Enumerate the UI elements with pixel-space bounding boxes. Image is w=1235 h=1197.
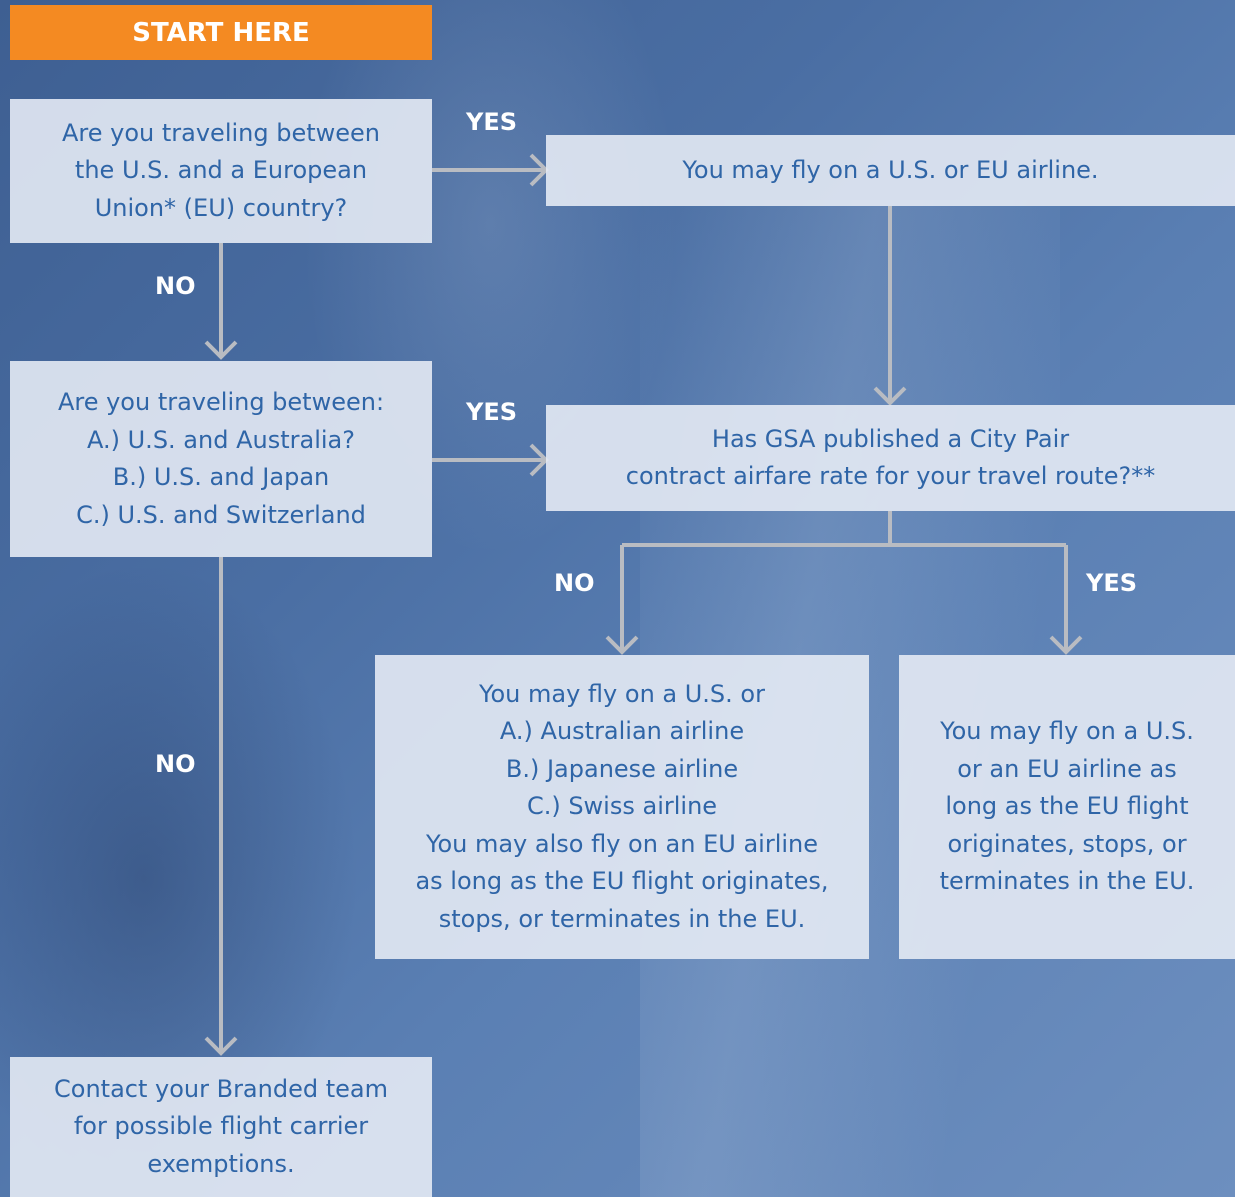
question-aus-line-3: B.) U.S. and Japan (112, 463, 330, 491)
answer-yes-line-1: You may fly on a U.S. (940, 717, 1194, 746)
label-yes-aus: YES (466, 398, 518, 426)
question-city-pair-line-2: contract airfare rate for your travel ro… (625, 462, 1156, 490)
answer-yes-line-5: terminates in the EU. (939, 867, 1195, 896)
question-aus-jpn-che: Are you traveling between: A.) U.S. and … (10, 361, 432, 557)
question-eu-travel: Are you traveling between the U.S. and a… (10, 99, 432, 243)
answer-yes-city-pair: You may fly on a U.S. or an EU airline a… (899, 655, 1235, 959)
question-eu-line-1: Are you traveling between (61, 118, 381, 147)
answer-us-or-eu: You may fly on a U.S. or EU airline. (546, 135, 1235, 206)
answer-no-line-3: B.) Japanese airline (505, 754, 739, 783)
contact-team-box: Contact your Branded team for possible f… (10, 1057, 432, 1197)
label-yes-city-pair: YES (1086, 569, 1138, 597)
question-aus-line-2: A.) U.S. and Australia? (87, 425, 355, 454)
answer-yes-line-2: or an EU airline as (957, 754, 1177, 783)
contact-line-1: Contact your Branded team (54, 1074, 388, 1103)
label-yes-eu: YES (466, 108, 518, 136)
arrowhead-q3-yes (1049, 635, 1083, 655)
arrowhead-q3-no (605, 635, 639, 655)
answer-no-line-2: A.) Australian airline (499, 717, 745, 746)
contact-line-3: exemptions. (147, 1149, 295, 1178)
answer-no-line-4: C.) Swiss airline (526, 792, 718, 821)
question-aus-line-1: Are you traveling between: (57, 388, 385, 416)
question-city-pair-line-1: Has GSA published a City Pair (711, 424, 1070, 453)
answer-yes-line-4: originates, stops, or (947, 829, 1187, 858)
question-aus-line-4: C.) U.S. and Switzerland (76, 500, 366, 529)
label-no-eu: NO (155, 272, 196, 300)
answer-no-line-5: You may also fly on an EU airline (425, 829, 819, 858)
answer-no-line-7: stops, or terminates in the EU. (438, 904, 806, 933)
arrowhead-a1-q3 (873, 386, 907, 406)
answer-yes-line-3: long as the EU flight (945, 792, 1189, 821)
arrowhead-q2-no (204, 1036, 238, 1056)
arrowhead-q1-no (204, 340, 238, 360)
answer-us-or-eu-text: You may fly on a U.S. or EU airline. (682, 155, 1099, 184)
label-no-aus: NO (155, 750, 196, 778)
start-here-banner: START HERE (10, 5, 432, 60)
question-eu-line-2: the U.S. and a European (74, 156, 368, 185)
label-no-city-pair: NO (554, 569, 595, 597)
question-city-pair: Has GSA published a City Pair contract a… (546, 405, 1235, 511)
question-eu-line-3: Union* (EU) country? (94, 193, 348, 222)
answer-no-line-6: as long as the EU flight originates, (415, 867, 829, 896)
answer-no-line-1: You may fly on a U.S. or (479, 679, 765, 708)
answer-no-city-pair: You may fly on a U.S. or A.) Australian … (375, 655, 869, 959)
contact-line-2: for possible flight carrier (73, 1112, 369, 1141)
